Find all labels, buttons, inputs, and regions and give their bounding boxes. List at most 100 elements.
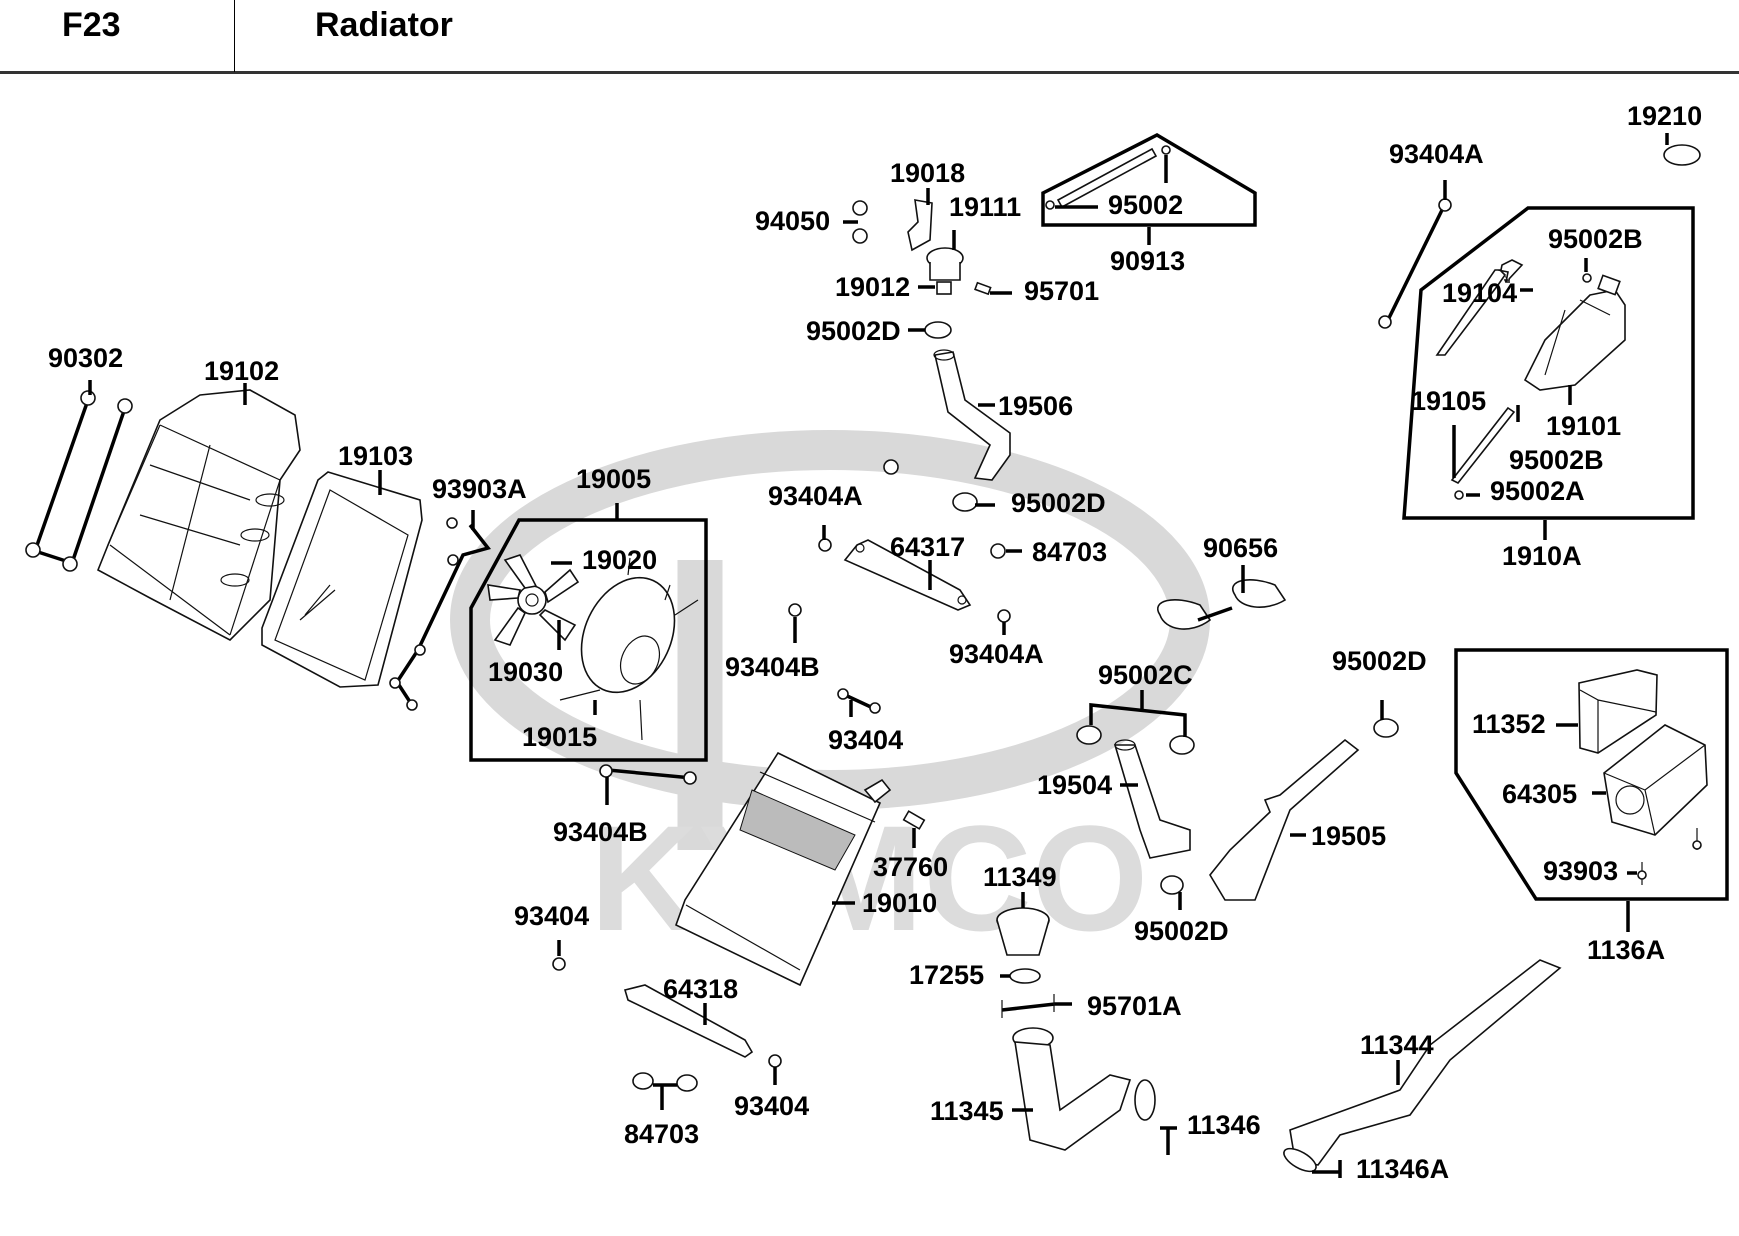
callout-95002: 95002 — [1108, 190, 1183, 220]
part-95002D-clamp-right[interactable] — [1373, 718, 1399, 738]
callout-90913: 90913 — [1110, 246, 1185, 276]
part-19105-hose[interactable] — [1450, 406, 1516, 485]
callout-19506: 19506 — [998, 391, 1073, 421]
callout-19101: 19101 — [1546, 411, 1621, 441]
callout-95002D-right: 95002D — [1332, 646, 1427, 676]
part-84703-grommet[interactable] — [990, 543, 1006, 559]
callout-95002D-top: 95002D — [806, 316, 901, 346]
callout-64317: 64317 — [890, 532, 965, 562]
callout-11346: 11346 — [1187, 1110, 1261, 1140]
callout-37760: 37760 — [873, 852, 948, 882]
callout-84703-mid: 84703 — [1032, 537, 1107, 567]
part-19506-hose[interactable] — [933, 349, 1011, 481]
part-95002D-clamp-top[interactable] — [924, 321, 952, 339]
part-90302-screws[interactable] — [25, 390, 133, 572]
callout-19505: 19505 — [1311, 821, 1386, 851]
part-19210-radiator-cap[interactable] — [1663, 144, 1701, 166]
callout-19104: 19104 — [1442, 278, 1517, 308]
part-93404A-bolt-mid[interactable] — [818, 538, 832, 552]
callout-95701A: 95701A — [1087, 991, 1182, 1021]
part-95701-bolt[interactable] — [974, 281, 992, 296]
part-11345-intake-duct[interactable] — [1012, 1027, 1156, 1151]
callout-95002A: 95002A — [1490, 476, 1585, 506]
part-11344-intake-tube[interactable] — [1280, 959, 1562, 1176]
callout-95002D-mid: 95002D — [1011, 488, 1106, 518]
header-divider — [234, 0, 235, 72]
part-95002D-clamp-lower[interactable] — [1160, 875, 1184, 895]
part-84703-grommet-mid[interactable] — [883, 459, 899, 475]
callout-17255: 17255 — [909, 960, 984, 990]
part-64318-bracket[interactable] — [623, 984, 754, 1058]
callout-11352: 11352 — [1472, 709, 1546, 739]
callout-93404-mid: 93404 — [828, 725, 903, 755]
callout-19105: 19105 — [1411, 386, 1486, 416]
part-94050-nuts[interactable] — [843, 200, 868, 244]
callout-19111: 19111 — [949, 192, 1021, 222]
part-19010-radiator[interactable] — [675, 751, 892, 987]
callout-93404-lower: 93404 — [734, 1091, 809, 1121]
part-95002D-clamp-mid[interactable] — [952, 492, 978, 512]
part-19103-radiator-grille[interactable] — [261, 471, 423, 688]
part-93404-bolt-lower[interactable] — [768, 1054, 782, 1068]
callout-90302: 90302 — [48, 343, 123, 373]
callout-94050: 94050 — [755, 206, 830, 236]
part-93404A-bolts-top[interactable] — [1378, 198, 1452, 329]
part-93404B-bolt-upper[interactable] — [788, 603, 802, 617]
part-17255-clamp[interactable] — [1009, 968, 1041, 984]
part-93404B-bolts[interactable] — [599, 764, 697, 785]
part-95002-hose[interactable] — [1045, 145, 1171, 210]
callout-11349: 11349 — [983, 862, 1057, 892]
part-93404A-bolt-right[interactable] — [997, 609, 1011, 623]
part-95002B-clamp-top[interactable] — [1582, 273, 1592, 283]
callout-11345: 11345 — [930, 1096, 1004, 1126]
part-64305-box[interactable] — [1603, 724, 1708, 836]
callout-93404A-mid: 93404A — [768, 481, 863, 511]
callout-19018: 19018 — [890, 158, 965, 188]
part-95002A-clamp[interactable] — [1454, 490, 1464, 500]
callout-19005: 19005 — [576, 464, 651, 494]
leader-11346 — [1160, 1126, 1177, 1155]
part-11352-cover[interactable] — [1578, 669, 1658, 754]
part-64317-bracket[interactable] — [843, 539, 972, 611]
callout-1136A: 1136A — [1587, 935, 1665, 965]
callout-11344: 11344 — [1360, 1030, 1434, 1060]
part-84703-grommets-lower[interactable] — [632, 1072, 698, 1110]
part-19504-hose[interactable] — [1113, 739, 1191, 859]
callout-90656: 90656 — [1203, 533, 1278, 563]
callout-95002B-bottom: 95002B — [1509, 445, 1604, 475]
callout-93404A-top: 93404A — [1389, 139, 1484, 169]
part-11349-air-filter[interactable] — [996, 907, 1050, 956]
part-19018-bracket[interactable] — [907, 199, 933, 252]
part-93903-screws[interactable] — [1637, 828, 1702, 885]
part-90656-clamps[interactable] — [1157, 565, 1287, 630]
callout-19010: 19010 — [862, 888, 937, 918]
part-93903A-screws[interactable] — [389, 517, 491, 711]
callout-93404B-upper: 93404B — [725, 652, 820, 682]
callout-19210: 19210 — [1627, 101, 1702, 131]
part-95701A-screws[interactable] — [1001, 994, 1072, 1018]
callout-11346A: 11346A — [1356, 1154, 1449, 1184]
part-93404-bolt-left[interactable] — [552, 957, 566, 971]
callout-93903: 93903 — [1543, 856, 1618, 886]
part-19101-reservoir-tank[interactable] — [1523, 274, 1626, 391]
part-19012-filler-neck[interactable] — [936, 281, 952, 295]
part-93404-bolts-mid[interactable] — [837, 688, 881, 714]
callout-19504: 19504 — [1037, 770, 1112, 800]
callout-19015: 19015 — [522, 722, 597, 752]
callout-19020: 19020 — [582, 545, 657, 575]
part-19505-hose[interactable] — [1209, 738, 1360, 901]
part-19015-fan-shroud[interactable] — [559, 557, 699, 741]
callout-19102: 19102 — [204, 356, 279, 386]
callout-1910A: 1910A — [1502, 541, 1582, 571]
callout-95701: 95701 — [1024, 276, 1099, 306]
callout-19012: 19012 — [835, 272, 910, 302]
part-19102-radiator-shroud[interactable] — [96, 389, 301, 641]
callout-19030: 19030 — [488, 657, 563, 687]
part-95002C-clamps[interactable] — [1076, 690, 1195, 755]
part-19111-pressure-cap[interactable] — [926, 247, 964, 281]
leader-11346A — [1312, 1160, 1342, 1178]
part-37760-thermo-switch[interactable] — [902, 810, 926, 830]
part-19104-hose[interactable] — [1435, 259, 1524, 356]
callout-93404B-lower: 93404B — [553, 817, 648, 847]
